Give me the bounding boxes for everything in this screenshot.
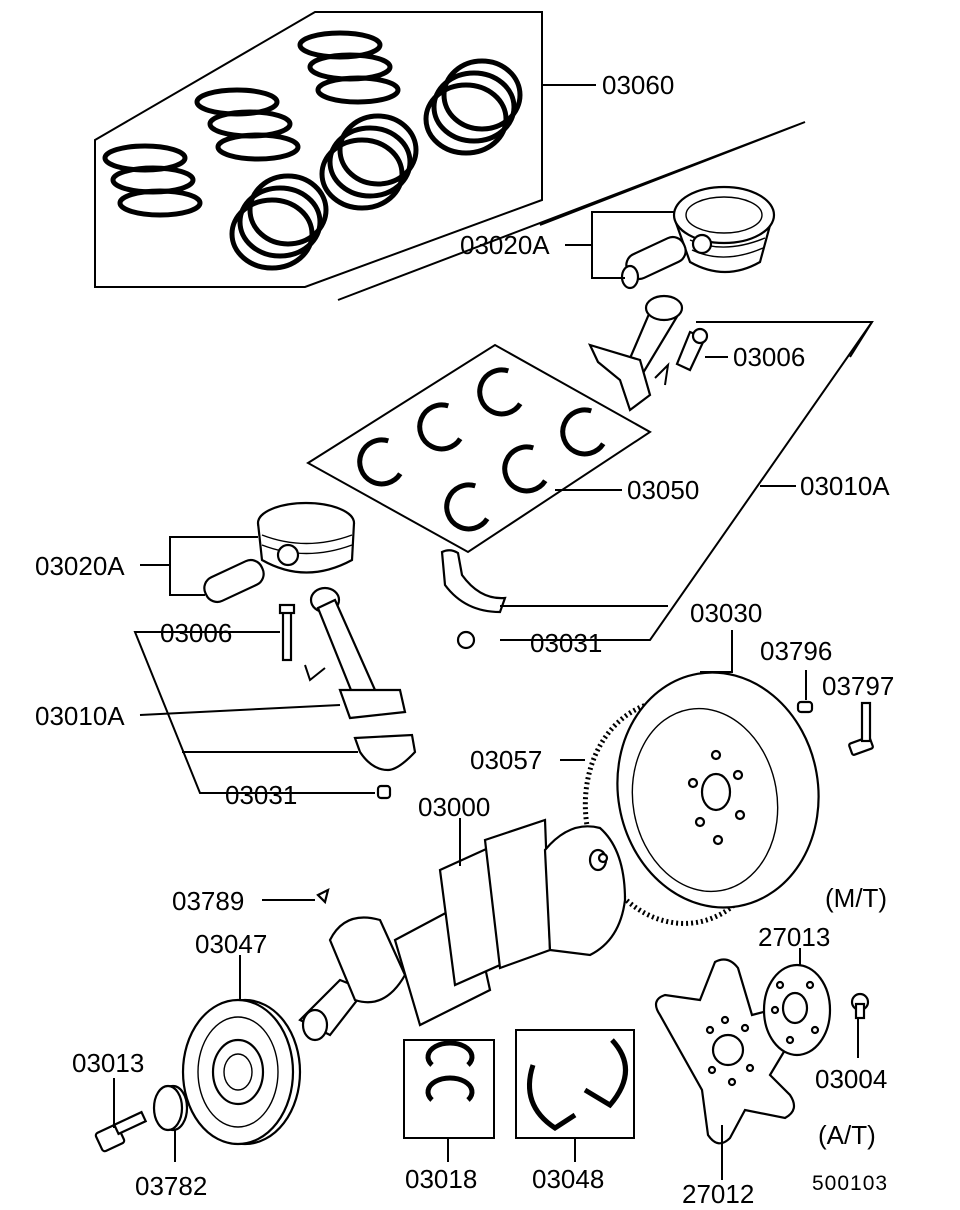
label-mt: (M/T) [825, 883, 887, 913]
crankshaft-icon [298, 818, 627, 1042]
piston-icon [203, 501, 356, 604]
reference-number: 500103 [812, 1172, 888, 1195]
bearing-shell-icon [425, 1040, 475, 1102]
label-03020A-top: 03020A [460, 230, 550, 260]
label-03031-left: 03031 [225, 780, 297, 810]
connecting-rod-icon [309, 586, 407, 720]
bolt-icon [850, 992, 870, 1020]
pulley-icon [181, 998, 302, 1146]
washer-icon [152, 1084, 189, 1132]
label-27012: 27012 [682, 1179, 754, 1209]
label-03782: 03782 [135, 1171, 207, 1201]
label-03020A-left: 03020A [35, 551, 125, 581]
bolt-icon [848, 701, 874, 756]
flywheel-icon [582, 671, 820, 926]
connecting-rod-icon [587, 294, 709, 412]
label-03004: 03004 [815, 1064, 887, 1094]
label-03050: 03050 [627, 475, 699, 505]
label-03047: 03047 [195, 929, 267, 959]
bolt-icon [278, 603, 296, 662]
label-03010A-left: 03010A [35, 701, 125, 731]
nut-icon [456, 630, 476, 650]
bearing-shell-icon [357, 367, 606, 532]
label-03797: 03797 [822, 671, 894, 701]
woodruff-key-icon [316, 887, 330, 905]
label-03789: 03789 [172, 886, 244, 916]
adapter-plate-icon [762, 963, 832, 1057]
label-03048: 03048 [532, 1164, 604, 1194]
label-03000: 03000 [418, 792, 490, 822]
drive-plate-icon [654, 958, 803, 1145]
thrust-washer-icon [527, 1038, 628, 1131]
label-03060: 03060 [602, 70, 674, 100]
bearing-shell-icon [353, 733, 417, 772]
label-03030: 03030 [690, 598, 762, 628]
label-03018: 03018 [405, 1164, 477, 1194]
label-03006-right: 03006 [733, 342, 805, 372]
label-27013: 27013 [758, 922, 830, 952]
label-03013: 03013 [72, 1048, 144, 1078]
label-at: (A/T) [818, 1120, 876, 1150]
bearing-shell-icon [440, 549, 507, 614]
dowel-pin-icon [796, 700, 814, 714]
label-03010A-right: 03010A [800, 471, 890, 501]
label-03006-left: 03006 [160, 618, 232, 648]
label-03057: 03057 [470, 745, 542, 775]
bolt-icon [94, 1110, 148, 1153]
piston-ring-set-icon [94, 11, 543, 288]
label-03796: 03796 [760, 636, 832, 666]
label-03031-right: 03031 [530, 628, 602, 658]
piston-icon [620, 185, 776, 290]
nut-icon [376, 784, 392, 800]
